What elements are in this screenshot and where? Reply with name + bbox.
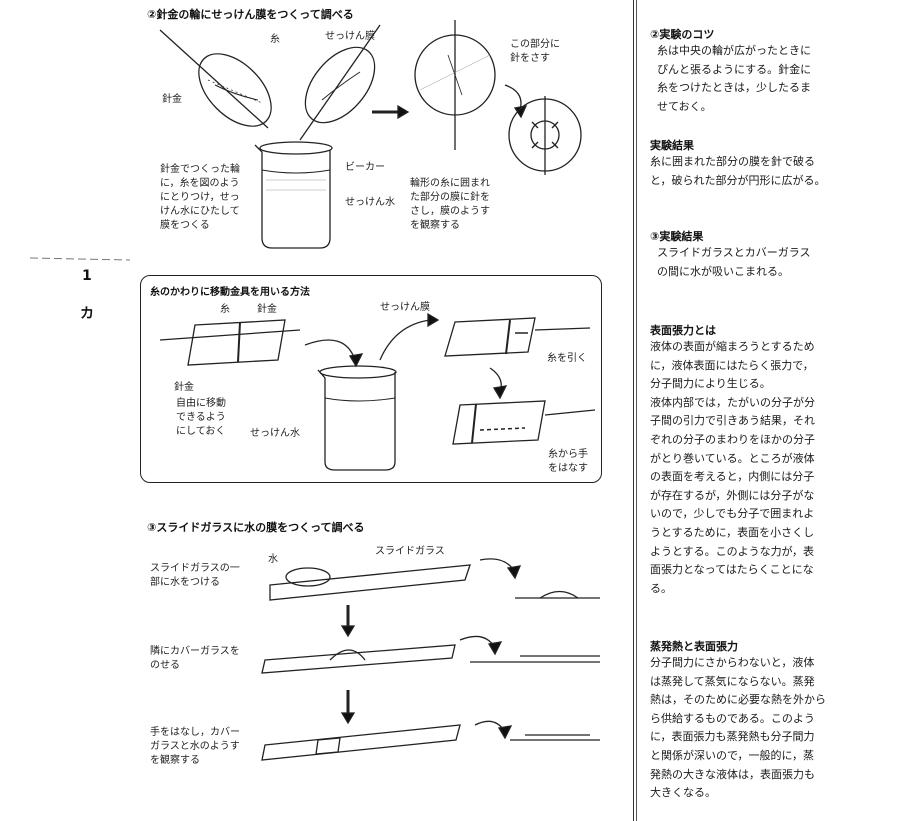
- note-block-result-2: 実験結果 糸に囲まれた部分の膜を針で破る と，破られた部分が円形に広がる。: [650, 137, 912, 190]
- step-2-caption: 隣にカバーガラスを のせる: [150, 646, 240, 671]
- note-block-surface-tension: 表面張力とは 液体の表面が縮まろうとするため に，液体表面にはたらく張力で， 分…: [650, 322, 912, 598]
- label-wire: 針金: [162, 94, 182, 105]
- note-heading: ②実験のコツ: [650, 28, 715, 41]
- box-label-pull-thread: 糸を引く: [547, 353, 587, 364]
- broken-film-circle: [508, 96, 582, 175]
- box-label-release-thread: 糸から手 をはなす: [548, 449, 588, 474]
- label-beaker: ビーカー: [345, 162, 385, 173]
- label-water: 水: [268, 554, 278, 565]
- note-block-result-3: ③実験結果 スライドガラスとカバーガラス の間に水が吸いこまれる。: [650, 228, 912, 281]
- margin-char: カ: [80, 306, 94, 322]
- caption-ring-thread: 輪形の糸に囲まれ た部分の膜に針を さし，膜のようす を観察する: [410, 178, 490, 231]
- section-3-title: ③スライドガラスに水の膜をつくって調べる: [147, 521, 365, 534]
- label-thread: 糸: [270, 34, 280, 45]
- wire-loop-left: [159, 29, 272, 129]
- slide-step-3: [261, 720, 600, 761]
- slide-step-1: [269, 558, 600, 601]
- note-body: 糸は中央の輪が広がったときに ぴんと張るようにする。針金に 糸をつけたときは，少…: [656, 44, 812, 113]
- margin-number: 1: [82, 268, 92, 284]
- box-label-soap-film: せっけん膜: [380, 302, 430, 313]
- label-soap-water: せっけん水: [345, 197, 395, 208]
- movable-wire-frame-1: [159, 319, 301, 366]
- note-body: 液体の表面が縮まろうとするため に，液体表面にはたらく張力で， 分子間力により生…: [650, 340, 815, 595]
- alternative-method-box: [140, 275, 602, 483]
- label-slide-glass: スライドガラス: [375, 546, 445, 557]
- note-block-evaporation: 蒸発熱と表面張力 分子間力にさからわないと，液体 は蒸発して蒸気にならない。蒸発…: [650, 638, 912, 803]
- movable-wire-frame-3: [452, 400, 596, 445]
- beaker-2: [317, 365, 397, 471]
- note-body: スライドガラスとカバーガラス の間に水が吸いこまれる。: [656, 246, 811, 278]
- beaker-1: [254, 141, 333, 249]
- box-label-thread: 糸: [220, 304, 230, 315]
- column-divider: [633, 0, 637, 821]
- film-circle: [414, 20, 496, 150]
- note-heading: 実験結果: [650, 139, 694, 152]
- note-heading: ③実験結果: [650, 230, 704, 243]
- note-body: 糸に囲まれた部分の膜を針で破る と，破られた部分が円形に広がる。: [650, 155, 826, 187]
- caption-wire-ring: 針金でつくった輪 に，糸を図のよう にとりつけ，せっ けん水にひたして 膜をつく…: [160, 164, 240, 231]
- label-pierce-here: この部分に 針をさす: [510, 39, 560, 64]
- step-3-caption: 手をはなし，カバー ガラスと水のようす を観察する: [150, 727, 240, 766]
- box-label-wire: 針金: [257, 304, 277, 315]
- box-label-wire-2: 針金: [174, 382, 194, 393]
- movable-wire-frame-2: [444, 317, 591, 357]
- note-block-tips: ②実験のコツ 糸は中央の輪が広がったときに ぴんと張るようにする。針金に 糸をつ…: [650, 26, 912, 116]
- slide-step-2: [261, 635, 600, 674]
- section-2-title: ②針金の輪にせっけん膜をつくって調べる: [147, 8, 354, 21]
- step-1-caption: スライドガラスの一 部に水をつける: [150, 563, 240, 588]
- note-heading: 蒸発熱と表面張力: [650, 640, 738, 653]
- note-body: 分子間力にさからわないと，液体 は蒸発して蒸気にならない。蒸発 熱は，そのために…: [650, 656, 826, 800]
- box-note-movable: 自由に移動 できるよう にしておく: [176, 398, 226, 437]
- note-heading: 表面張力とは: [650, 324, 716, 337]
- box-title: 糸のかわりに移動金具を用いる方法: [150, 287, 310, 298]
- wire-loop-right: [299, 24, 381, 141]
- label-soap-film: せっけん膜: [325, 31, 375, 42]
- box-label-soap-water: せっけん水: [250, 428, 300, 439]
